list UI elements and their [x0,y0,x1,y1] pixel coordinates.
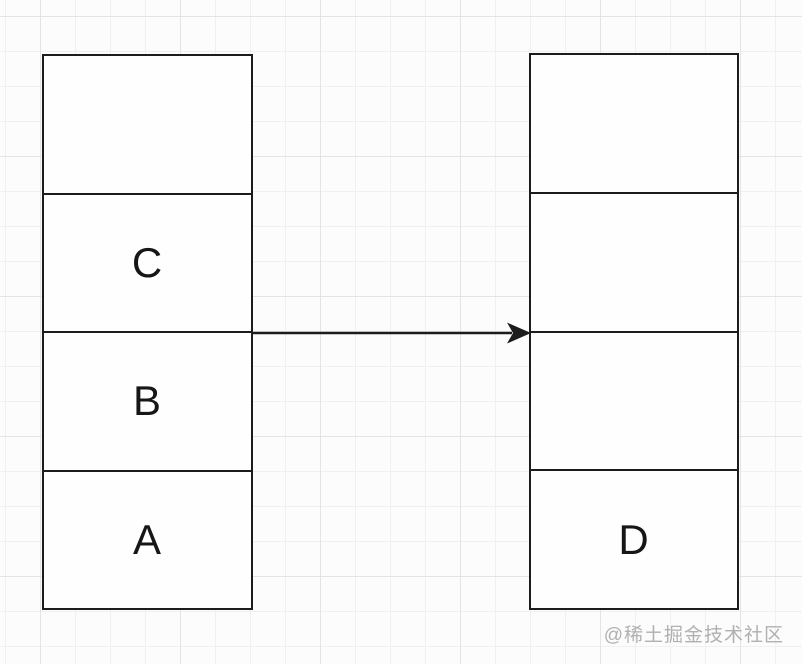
left-stack-cell-a: A [132,515,162,563]
right-stack-cell-3 [531,333,737,472]
left-stack-cell-top [44,56,251,195]
left-stack-cell-b: B [44,333,251,472]
right-stack-cell-top [531,55,737,194]
right-stack-cell-d: D [618,515,650,563]
watermark-text: @稀土掘金技术社区 [603,625,784,646]
right-stack-cell-2 [531,194,737,333]
right-stack: D [529,53,739,610]
left-stack-cell-c: C [44,195,251,333]
left-stack: C B A [42,54,253,610]
